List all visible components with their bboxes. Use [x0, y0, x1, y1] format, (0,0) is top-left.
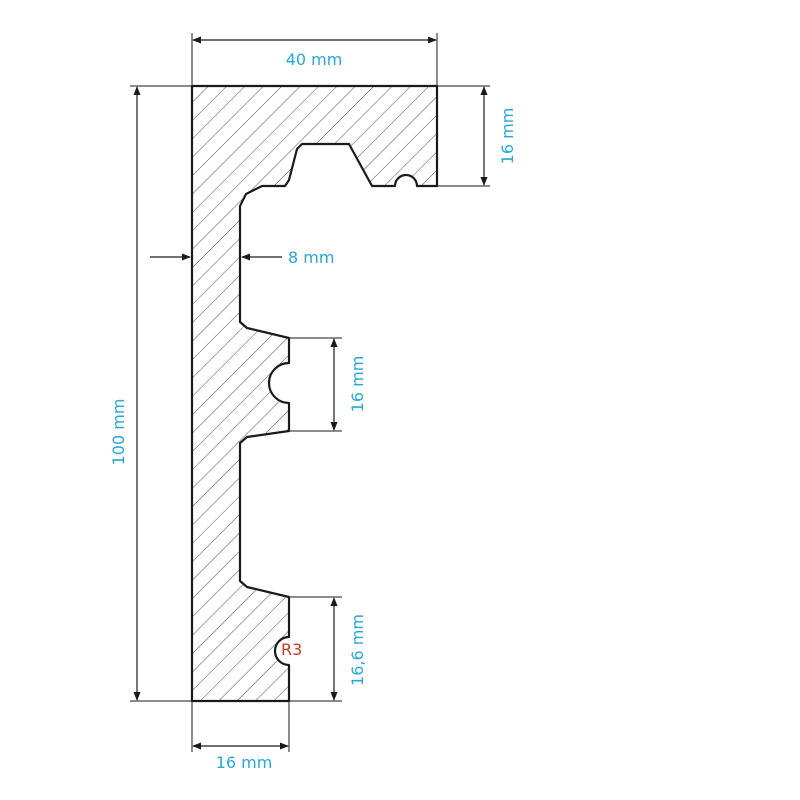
- dim-label-height-total: 100 mm: [109, 399, 128, 466]
- dim-label-width-bottom: 16 mm: [216, 753, 273, 772]
- radius-label: R3: [281, 640, 302, 659]
- dim-label-middle-rib: 16 mm: [348, 356, 367, 413]
- dim-label-top-flange: 16 mm: [498, 108, 517, 165]
- profile-section: [190, 84, 439, 703]
- dim-label-bottom-rib: 16,6 mm: [348, 614, 367, 686]
- dim-label-width-top: 40 mm: [286, 50, 343, 69]
- dim-label-wall-thickness: 8 mm: [288, 248, 334, 267]
